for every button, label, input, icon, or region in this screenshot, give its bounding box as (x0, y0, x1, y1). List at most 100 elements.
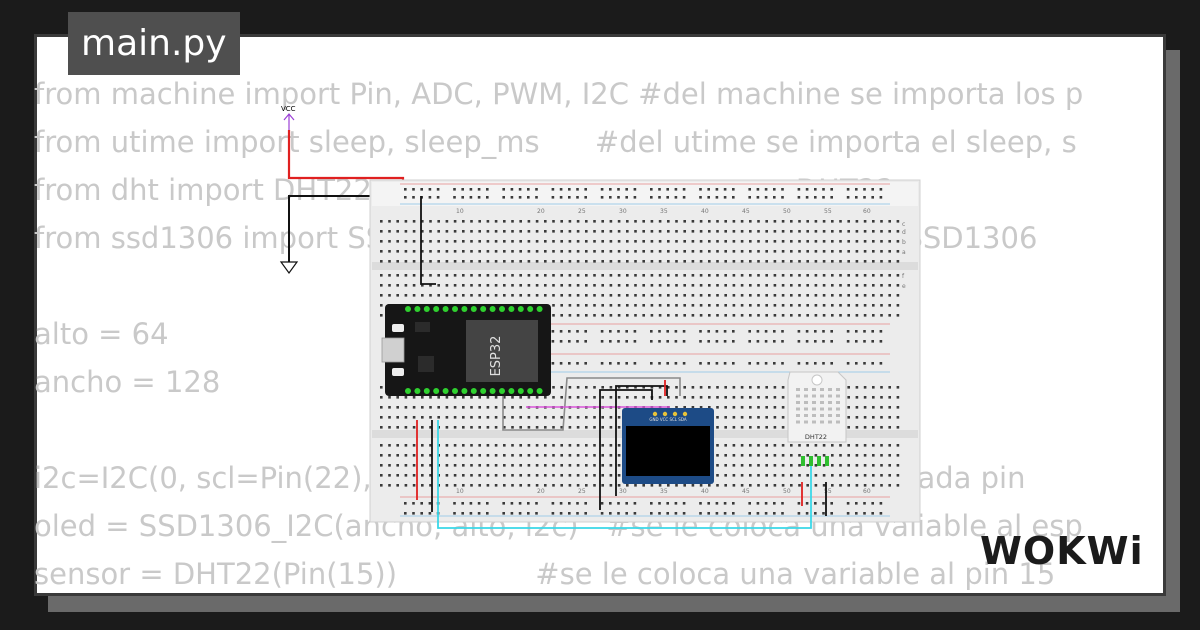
breadboard-hole (576, 484, 580, 487)
breadboard-hole (642, 260, 645, 263)
file-tab[interactable]: main.py (68, 12, 240, 75)
oled-display[interactable]: GND VCC SCL SDA (622, 408, 714, 484)
breadboard-hole (511, 444, 514, 447)
breadboard-hole (568, 396, 572, 399)
breadboard-hole (675, 314, 678, 317)
breadboard-hole (404, 484, 408, 487)
breadboard-hole (691, 260, 695, 263)
breadboard-hole (421, 230, 424, 233)
breadboard-hole (535, 512, 538, 515)
breadboard-hole (568, 464, 572, 467)
breadboard-hole (855, 340, 858, 343)
breadboard-hole (535, 220, 539, 223)
breadboard-hole (806, 464, 809, 467)
breadboard-hole (683, 230, 686, 233)
breadboard-hole (748, 502, 751, 505)
breadboard-hole (872, 240, 875, 243)
breadboard-hole (708, 220, 711, 223)
breadboard-hole (470, 416, 473, 419)
breadboard-hole (790, 230, 793, 233)
breadboard-hole (551, 340, 555, 343)
breadboard-hole (421, 240, 424, 243)
breadboard-hole (486, 512, 489, 515)
breadboard-hole (461, 188, 464, 191)
vcc-label: VCC (281, 105, 296, 113)
breadboard-hole (822, 304, 826, 307)
breadboard-hole (461, 502, 464, 505)
breadboard-hole (723, 196, 727, 199)
breadboard-hole (723, 340, 727, 343)
breadboard-hole (757, 220, 760, 223)
breadboard-hole (790, 250, 793, 253)
breadboard-hole (798, 314, 801, 317)
breadboard-hole (674, 340, 678, 343)
breadboard-hole (470, 444, 473, 447)
breadboard-hole (552, 220, 555, 223)
breadboard-hole (535, 484, 539, 487)
breadboard-hole (576, 250, 580, 253)
dht22-vent (812, 388, 816, 391)
breadboard-hole (600, 330, 604, 333)
breadboard-hole (600, 188, 604, 191)
column-label: 10 (456, 488, 464, 495)
breadboard-hole (839, 260, 842, 263)
breadboard-hole (871, 502, 874, 505)
breadboard-hole (781, 294, 785, 297)
breadboard-hole (396, 220, 399, 223)
breadboard-hole (748, 188, 751, 191)
breadboard-hole (658, 220, 662, 223)
breadboard-hole (732, 284, 736, 287)
breadboard-hole (749, 284, 752, 287)
breadboard-hole (880, 260, 883, 263)
breadboard-hole (404, 454, 408, 457)
breadboard-hole (421, 464, 424, 467)
breadboard-hole (535, 240, 539, 243)
breadboard-hole (716, 284, 719, 287)
breadboard-hole (576, 284, 580, 287)
breadboard-hole (462, 464, 465, 467)
breadboard-hole (896, 444, 900, 447)
breadboard-hole (502, 196, 505, 199)
breadboard-hole (847, 304, 850, 307)
breadboard-hole (716, 314, 719, 317)
breadboard-hole (585, 396, 588, 399)
breadboard-hole (445, 406, 449, 409)
breadboard-hole (486, 188, 489, 191)
breadboard-hole (601, 230, 604, 233)
breadboard-hole (682, 188, 686, 191)
breadboard-hole (617, 416, 621, 419)
breadboard-hole (707, 188, 710, 191)
esp32-board[interactable]: ESP32 (381, 304, 551, 396)
breadboard-hole (880, 464, 883, 467)
breadboard-hole (380, 474, 383, 477)
breadboard-hole (896, 260, 900, 263)
breadboard-hole (477, 196, 481, 199)
breadboard-hole (896, 464, 900, 467)
breadboard-hole (494, 240, 498, 243)
breadboard-hole (617, 454, 621, 457)
breadboard-hole (822, 502, 825, 505)
breadboard-hole (855, 260, 859, 263)
breadboard-hole (585, 386, 588, 389)
breadboard-hole (429, 284, 432, 287)
breadboard-hole (421, 284, 424, 287)
dht22-sensor[interactable]: DHT22 (787, 371, 847, 466)
breadboard-hole (388, 230, 391, 233)
breadboard-hole (781, 362, 784, 365)
esp32-pin (423, 306, 430, 312)
breadboard-hole (715, 362, 719, 365)
breadboard-hole (658, 274, 662, 277)
breadboard-hole (888, 284, 891, 287)
circuit-simulation[interactable]: VCC 10 20 25 30 35 40 45 50 55 60 10 20 … (270, 100, 930, 530)
breadboard-hole (593, 304, 596, 307)
breadboard-hole (863, 406, 867, 409)
esp32-pin (452, 306, 458, 312)
breadboard-hole (404, 196, 407, 199)
breadboard-hole (462, 484, 465, 487)
breadboard-hole (626, 284, 629, 287)
breadboard-hole (831, 284, 834, 287)
row-label: f (902, 273, 905, 280)
breadboard-hole (846, 188, 850, 191)
breadboard-hole (847, 416, 850, 419)
breadboard-hole (404, 284, 408, 287)
